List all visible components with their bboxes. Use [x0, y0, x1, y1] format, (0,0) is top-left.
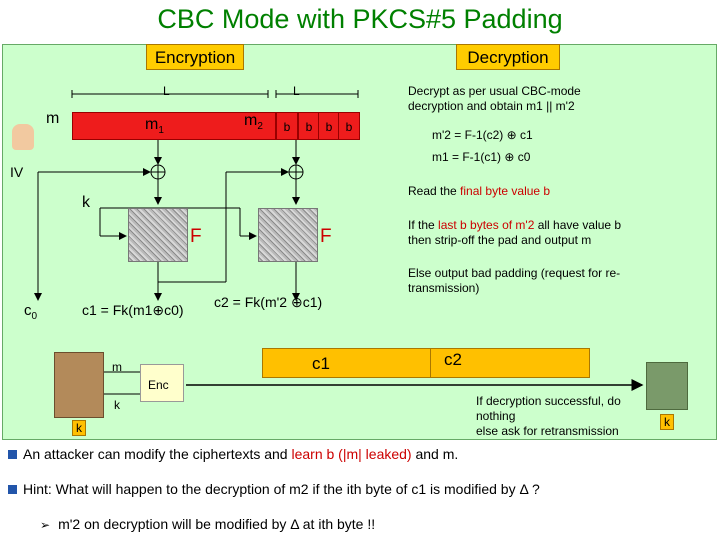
enc-label: Enc — [148, 378, 169, 392]
read-final-byte: Read the final byte value b — [408, 184, 551, 198]
c1-box-label: c1 — [312, 354, 330, 373]
bullet-square-icon — [8, 485, 17, 494]
pad-byte-4: b — [338, 112, 360, 140]
k-label: k — [82, 194, 90, 211]
receiver-note: If decryption successful, do nothing els… — [476, 394, 621, 438]
bullet-attacker: An attacker can modify the ciphertexts a… — [8, 446, 458, 462]
scene-m-label: m — [112, 360, 122, 374]
f-label-1: F — [190, 226, 202, 247]
c1-formula: c1 = Fk(m1⊕c0) — [82, 302, 184, 318]
decrypt-note: Decrypt as per usual CBC-mode decryption… — [408, 84, 581, 113]
encryption-header: Encryption — [146, 44, 244, 70]
ciphertext-bar — [262, 348, 590, 378]
k-tag-left: k — [72, 420, 86, 436]
enc-box — [140, 364, 184, 402]
slide-title: CBC Mode with PKCS#5 Padding — [157, 4, 563, 34]
c2-formula: c2 = Fk(m'2 ⊕c1) — [214, 294, 323, 310]
scene-k-label: k — [114, 398, 120, 412]
bad-padding-note: Else output bad padding (request for re-… — [408, 266, 621, 295]
m-label: m — [46, 110, 60, 127]
arrow-bullet-icon: ➢ — [40, 518, 51, 532]
L1-label: L — [163, 84, 170, 98]
message-block — [72, 112, 276, 140]
pad-byte-1: b — [276, 112, 298, 140]
k-tag-right: k — [660, 414, 674, 430]
sub-bullet-answer: ➢m'2 on decryption will be modified by Δ… — [40, 516, 376, 532]
padding-check-note: If the last b bytes of m'2 all have valu… — [408, 218, 622, 247]
f-box-2 — [258, 208, 318, 262]
bullet-hint: Hint: What will happen to the decryption… — [8, 481, 540, 497]
m1-label: m1 — [145, 116, 164, 137]
iv-label: IV — [10, 164, 24, 180]
eq-m2-prime: m'2 = F-1(c2) ⊕ c1 — [432, 128, 533, 142]
ciphertext-divider — [430, 348, 431, 378]
m2-label: m2 — [244, 112, 263, 133]
hand-icon — [12, 124, 34, 150]
f-label-2: F — [320, 226, 332, 247]
f-box-1 — [128, 208, 188, 262]
bullet-square-icon — [8, 450, 17, 459]
L2-label: L — [293, 84, 300, 98]
decryption-header: Decryption — [456, 44, 560, 70]
pad-byte-2: b — [298, 112, 320, 140]
sender-picture — [54, 352, 104, 418]
eq-m1: m1 = F-1(c1) ⊕ c0 — [432, 150, 531, 164]
pad-byte-3: b — [318, 112, 340, 140]
c2-box-label: c2 — [444, 350, 462, 369]
c0-label: c0 — [24, 302, 38, 322]
receiver-picture — [646, 362, 688, 410]
